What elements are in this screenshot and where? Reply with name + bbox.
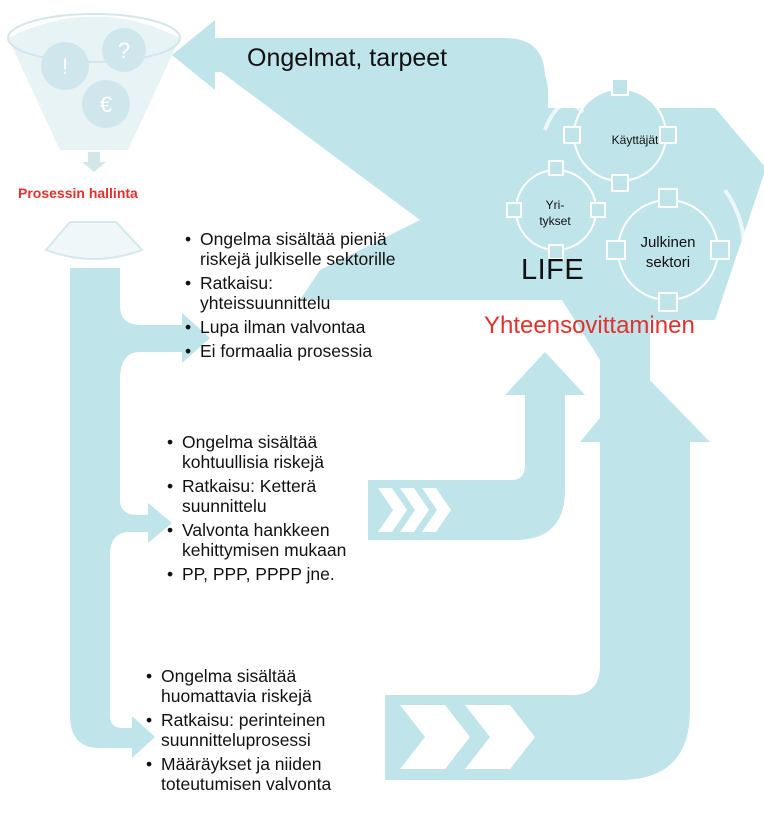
funnel-down-arrow bbox=[82, 152, 106, 172]
list-item: Valvonta hankkeen kehittymisen mukaan bbox=[166, 520, 346, 560]
list-item: Määräykset ja niiden toteutumisen valvon… bbox=[145, 754, 331, 794]
high-risk-list: Ongelma sisältää huomattavia riskejä Rat… bbox=[145, 666, 331, 798]
euro-coin bbox=[82, 80, 130, 128]
bottom-up-arrow bbox=[385, 370, 710, 780]
question-icon: ? bbox=[118, 38, 130, 63]
bottom-chevrons bbox=[400, 705, 535, 769]
list-item: Ei formaalia prosessia bbox=[184, 341, 395, 361]
mid-up-arrow bbox=[368, 352, 585, 540]
list-item: Ratkaisu: perinteinen suunnitteluprosess… bbox=[145, 710, 331, 750]
list-item: Ongelma sisältää huomattavia riskejä bbox=[145, 666, 331, 706]
list-item: Ongelma sisältää pieniä riskejä julkisel… bbox=[184, 229, 395, 269]
process-management-label: Prosessin hallinta bbox=[18, 185, 138, 201]
exclamation-icon: ! bbox=[62, 54, 68, 79]
gear-group bbox=[506, 78, 746, 312]
list-item: Ratkaisu: Ketterä suunnittelu bbox=[166, 476, 346, 516]
left-pipe bbox=[70, 268, 210, 758]
gear-users-label: Käyttäjät bbox=[611, 133, 659, 147]
process-cone bbox=[44, 221, 144, 260]
list-item: Ongelma sisältää kohtuullisia riskejä bbox=[166, 432, 346, 472]
medium-risk-list: Ongelma sisältää kohtuullisia riskejä Ra… bbox=[166, 432, 346, 588]
euro-icon: € bbox=[100, 92, 112, 117]
coordination-label: Yhteensovittaminen bbox=[484, 312, 695, 339]
list-item: Ratkaisu: yhteissuunnittelu bbox=[184, 273, 395, 313]
list-item: Lupa ilman valvontaa bbox=[184, 317, 395, 337]
life-label: LIFE bbox=[521, 254, 585, 286]
problems-needs-label: Ongelmat, tarpeet bbox=[247, 44, 448, 72]
list-item: PP, PPP, PPPP jne. bbox=[166, 564, 346, 584]
low-risk-list: Ongelma sisältää pieniä riskejä julkisel… bbox=[184, 229, 395, 365]
question-coin bbox=[102, 28, 146, 72]
gear-companies-label: Yri- tykset bbox=[539, 198, 571, 228]
funnel-rim bbox=[7, 13, 181, 63]
mid-chevrons bbox=[378, 488, 451, 532]
gear-public-sector-label: Julkinen sektori bbox=[640, 234, 696, 271]
exclamation-coin bbox=[41, 42, 89, 90]
top-return-arrow bbox=[172, 20, 545, 110]
